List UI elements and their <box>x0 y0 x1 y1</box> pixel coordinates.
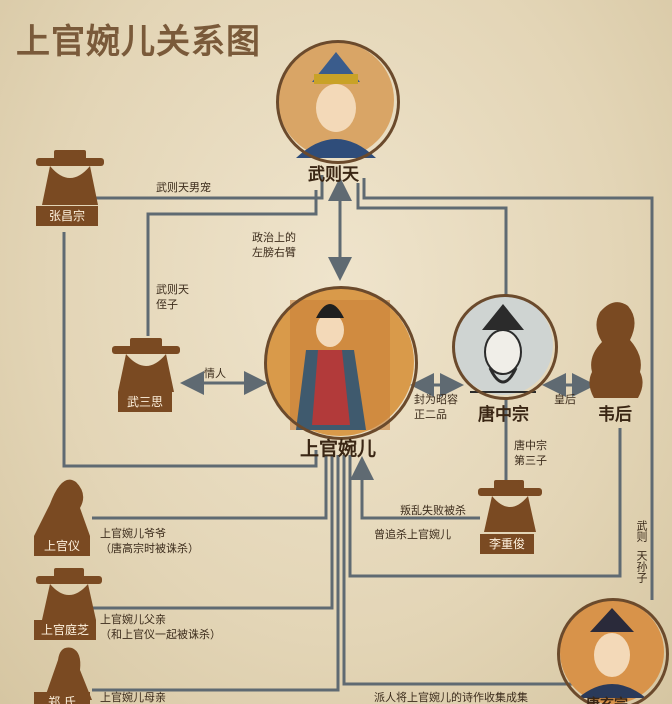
label-mother: 上官婉儿母亲 <box>100 691 166 704</box>
line-wuzetian-zhongzong <box>356 183 508 296</box>
line-weihou-wanger <box>348 428 622 578</box>
wanger-portrait <box>264 286 418 440</box>
diagram-title: 上官婉儿关系图 <box>16 22 261 62</box>
label-grandson-2: 天孙子 <box>635 550 648 583</box>
label-poems: 派人将上官婉儿的诗作收集成集 <box>374 691 528 704</box>
silhouette-zhangchangzong <box>36 150 104 205</box>
tag-shangguantingzhi: 上官庭芝 <box>34 620 96 640</box>
line-wuzetian-wusansi <box>146 190 318 336</box>
tag-zhangchangzong: 张昌宗 <box>36 206 98 226</box>
silhouette-mother <box>44 647 92 700</box>
label-grandfather-2: （唐高宗时被诛杀） <box>100 542 199 555</box>
tag-wusansi: 武三思 <box>118 392 172 412</box>
label-tried-kill: 曾追杀上官婉儿 <box>374 528 451 541</box>
name-wuzetian: 武则天 <box>308 165 359 185</box>
line-wanger-xuanzong <box>342 455 578 686</box>
label-grandfather-1: 上官婉儿爷爷 <box>100 527 166 540</box>
xuanzong-portrait <box>557 598 669 704</box>
silhouette-weihou <box>589 302 643 398</box>
line-wanger-shangguanyi <box>92 455 328 520</box>
tag-shangguanyi: 上官仪 <box>34 536 90 556</box>
label-nephew-1: 武则天 <box>156 283 189 296</box>
silhouette-shangguanyi <box>34 479 90 536</box>
label-father-2: （和上官仪一起被诛杀） <box>100 628 221 641</box>
label-rank-1: 封为昭容 <box>414 393 458 406</box>
label-third-son-1: 唐中宗 <box>514 439 547 452</box>
name-wanger: 上官婉儿 <box>300 438 377 460</box>
name-weihou: 韦后 <box>598 405 632 425</box>
zhongzong-portrait <box>452 294 558 400</box>
label-lover: 情人 <box>204 367 226 380</box>
label-father-1: 上官婉儿父亲 <box>100 613 166 626</box>
wuzetian-portrait <box>276 40 400 164</box>
silhouette-shangguantingzhi <box>36 568 102 620</box>
label-nephew-2: 侄子 <box>156 298 178 311</box>
tag-mother: 郑 氏 <box>34 692 90 704</box>
tag-lichongjun: 李重俊 <box>480 534 534 554</box>
line-wanger-mother <box>92 455 340 692</box>
name-zhongzong: 唐中宗 <box>478 405 529 425</box>
silhouette-lichongjun <box>478 480 542 532</box>
line-zhangchangzong-wanger <box>62 232 318 468</box>
label-empress: 皇后 <box>554 393 576 406</box>
line-lichongjun-wanger <box>350 456 480 520</box>
label-rebellion: 叛乱失败被杀 <box>400 504 466 517</box>
name-xuanzong-partial: 唐玄宗 <box>586 694 628 704</box>
label-third-son-2: 第三子 <box>514 454 547 467</box>
label-rank-2: 正二品 <box>414 408 447 421</box>
label-grandson-1: 武则 <box>635 520 648 542</box>
silhouette-wusansi <box>112 338 180 392</box>
line-wanger-shangguantingzhi <box>92 455 334 610</box>
label-politics-2: 左膀右臂 <box>252 246 296 259</box>
line-wuzetian-xuanzong <box>362 178 654 600</box>
label-politics-1: 政治上的 <box>252 231 296 244</box>
label-favorite: 武则天男宠 <box>156 181 211 194</box>
